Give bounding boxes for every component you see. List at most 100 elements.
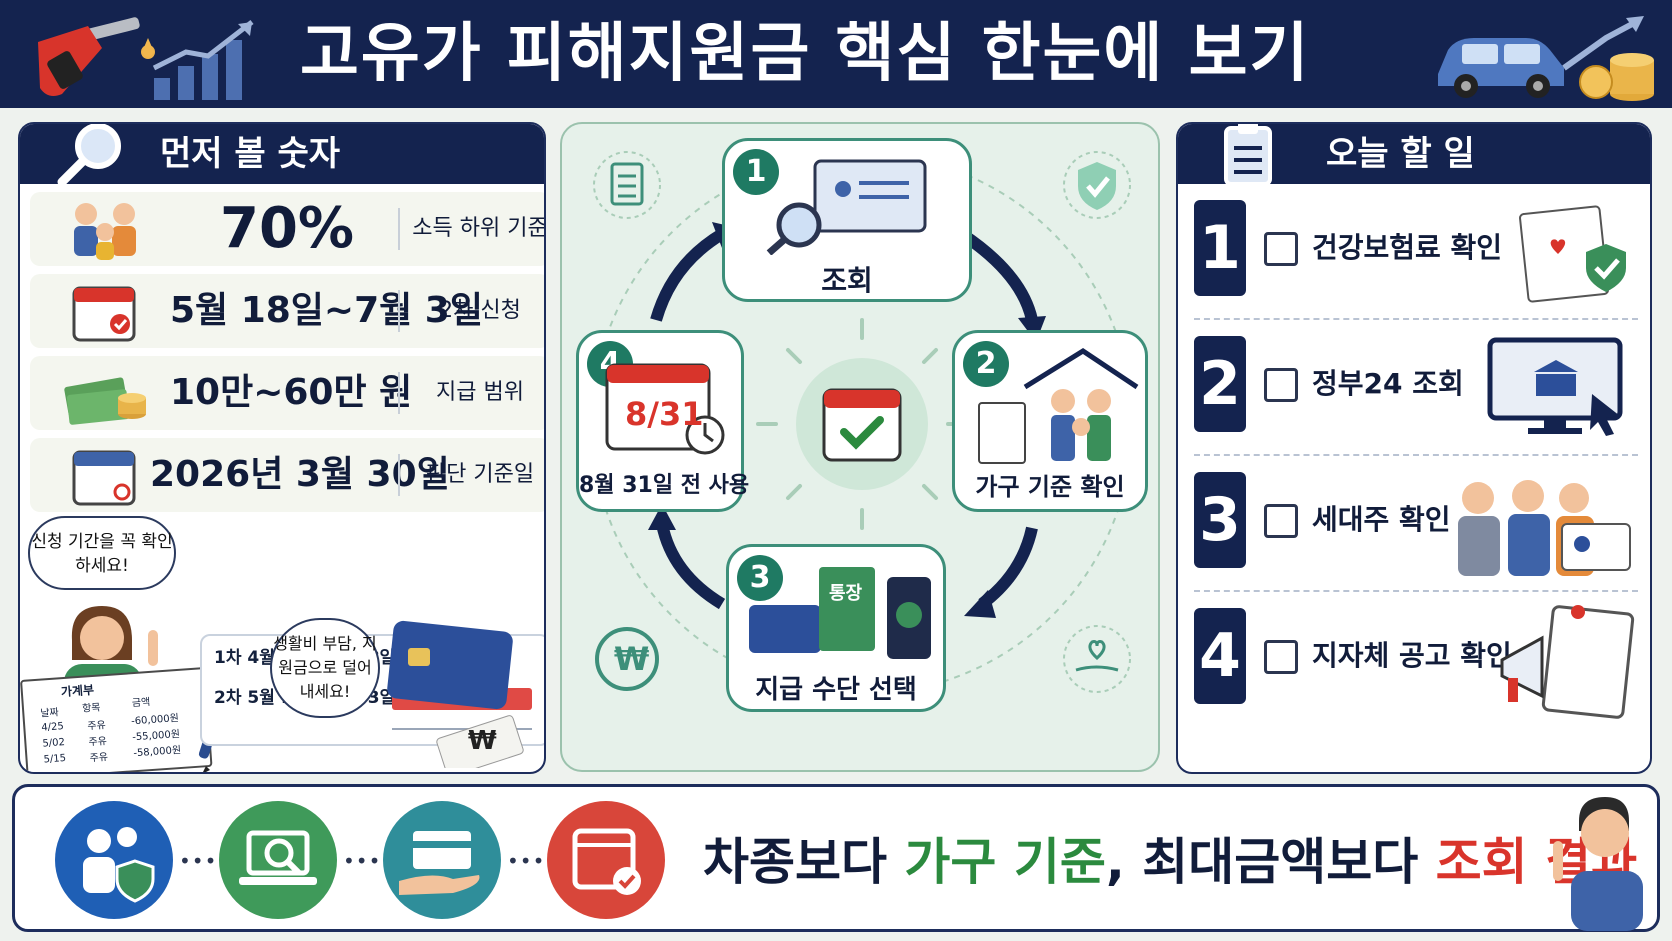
house-family-icon [978,348,1139,464]
rising-bar-chart-icon [152,20,254,100]
process-cycle-panel: ₩ 1 조회 2 가구 기준 확인 3 [560,122,1160,772]
header-bar: 고유가 피해지원금 핵심 한눈에 보기 [0,0,1672,108]
todo-number-3: 3 [1194,472,1246,568]
numbers-panel-header: 먼저 볼 숫자 [20,124,544,186]
fuel-nozzle-icon [38,17,155,96]
todo-item-gov24[interactable]: 2 정부24 조회 [1194,336,1638,440]
laptop-search-circle [219,801,337,919]
laptop-search-icon [766,159,927,255]
speech-bubble-budget: 생활비 부담, 지원금으로 덜어내세요! [270,618,380,718]
timeline-axis [392,728,532,730]
ledger-row-3-item: 주유 [89,752,109,765]
stat-row-income: 70% 소득 하위 기준 [30,192,544,266]
ledger-header-date: 날짜 [40,707,60,720]
todo-item-health-insurance[interactable]: 1 건강보험료 확인 [1194,200,1638,304]
step-card-payment[interactable]: 3 통장 지급 수단 선택 [726,544,946,712]
ledger-row-2-item: 주유 [88,736,108,749]
todo-panel-header: 오늘 할 일 [1178,124,1650,186]
ledger-row-3-amount: -58,000원 [133,744,182,760]
numbers-panel-title: 먼저 볼 숫자 [160,134,341,174]
bubble-budget-text: 생활비 부담, 지원금으로 덜어내세요! [273,634,377,701]
todo-separator [1194,318,1638,320]
calendar-date-text: 8/31 [625,395,704,433]
todo-checkbox-4[interactable] [1264,640,1298,674]
coins-arrow-icon [1562,16,1654,101]
ledger-row-1-date: 4/25 [41,721,65,734]
ledger-row-3-date: 5/15 [43,752,67,766]
passbook-label: 통장 [829,583,863,604]
step-card-lookup[interactable]: 1 조회 [722,138,972,302]
banner-message: 차종보다 가구 기준, 최대금액보다 조회 결과 [703,827,1637,897]
card-hand-icon [399,831,480,895]
calendar-check-icon [572,828,641,895]
todo-number-1: 1 [1194,200,1246,296]
step-label-payment: 지급 수단 선택 [755,675,917,705]
step-label-lookup: 조회 [821,264,873,297]
stat-label-period: 2차 신청 [439,298,521,323]
stat-row-baseline-date: 2026년 3월 30일 판단 기준일 [30,438,544,512]
won-symbol-text: ₩ [614,640,650,678]
monitor-government-icon [1487,337,1623,436]
credit-card-icon [387,620,524,768]
step-label-household: 가구 기준 확인 [975,473,1125,501]
calendar-check-circle [547,801,665,919]
todo-checkbox-2[interactable] [1264,368,1298,402]
stat-value-period: 5월 18일~7월 3일 [170,290,483,331]
stat-label-amount: 지급 범위 [436,380,524,405]
banner-text-part2: , 최대금액보다 [1105,833,1436,891]
todo-item-local-notice[interactable]: 4 지자체 공고 확인 [1194,605,1638,719]
man-pointing-icon [1553,797,1643,931]
banner-text-part1: 차종보다 [703,833,905,891]
cash-stack-icon [64,377,146,425]
family-icon [74,203,136,260]
page-title: 고유가 피해지원금 핵심 한눈에 보기 [300,17,1311,91]
todo-label-1: 건강보험료 확인 [1312,231,1503,264]
speech-bubble-period: 신청 기간을 꼭 확인하세요! [28,516,176,590]
clipboard-icon [1224,124,1272,186]
family-id-card-icon [1458,480,1631,576]
ledger-title: 가계부 [60,682,95,700]
ledger-book: 가계부 날짜 항목 금액 4/25 주유 -60,000원 5/02 주유 -5… [20,667,213,772]
calendar-check-center-icon [822,388,902,462]
stat-divider [398,372,400,414]
card-passbook-phone-icon [749,567,931,659]
stat-value-income: 70% [220,196,355,261]
todo-label-3: 세대주 확인 [1312,503,1451,536]
stat-row-amount: 10만~60만 원 지급 범위 [30,356,544,430]
step-number-2: 2 [963,341,1009,387]
megaphone-notice-icon [1500,605,1635,719]
shield-check-icon [1063,151,1131,219]
stat-row-period: 5월 18일~7월 3일 2차 신청 [30,274,544,348]
family-shield-icon [83,827,155,903]
todo-item-householder[interactable]: 3 세대주 확인 [1194,472,1638,576]
todo-checkbox-3[interactable] [1264,504,1298,538]
step-number-1: 1 [733,149,779,195]
todo-label-4: 지자체 공고 확인 [1312,639,1512,672]
todo-separator [1194,454,1638,456]
step-card-household[interactable]: 2 가구 기준 확인 [952,330,1148,512]
family-shield-circle [55,801,173,919]
step-label-use-deadline: 8월 31일 전 사용 [579,473,750,498]
receipt-won-symbol: ₩ [468,726,497,756]
magnifier-icon [57,124,121,186]
todo-panel-title: 오늘 할 일 [1326,134,1475,174]
summary-banner: ••••• ••••• ••••• 차종보다 가구 기준, 최대금액보다 조회 … [12,784,1660,932]
todo-separator [1194,590,1638,592]
step-number-3: 3 [737,555,783,601]
ledger-row-1-item: 주유 [87,720,107,733]
calendar-icon [72,450,136,506]
todo-number-4: 4 [1194,608,1246,704]
bubble-period-text: 신청 기간을 꼭 확인하세요! [31,532,173,576]
step-card-use-deadline[interactable]: 4 8/31 8월 31일 전 사용 [576,330,750,512]
heart-hand-icon [1063,625,1131,693]
ledger-header-item: 항목 [81,702,101,715]
car-icon [1438,38,1564,98]
calendar-clock-icon [605,363,725,455]
todo-panel: 오늘 할 일 1 건강보험료 확인 2 정부24 조회 3 세대주 확 [1176,122,1652,774]
stat-label-baseline-date: 판단 기준일 [425,462,535,487]
stat-value-baseline-date: 2026년 3월 30일 [150,454,450,495]
checklist-icon [593,151,661,219]
stat-divider [398,208,400,250]
ledger-header-amount: 금액 [131,696,151,710]
todo-checkbox-1[interactable] [1264,232,1298,266]
